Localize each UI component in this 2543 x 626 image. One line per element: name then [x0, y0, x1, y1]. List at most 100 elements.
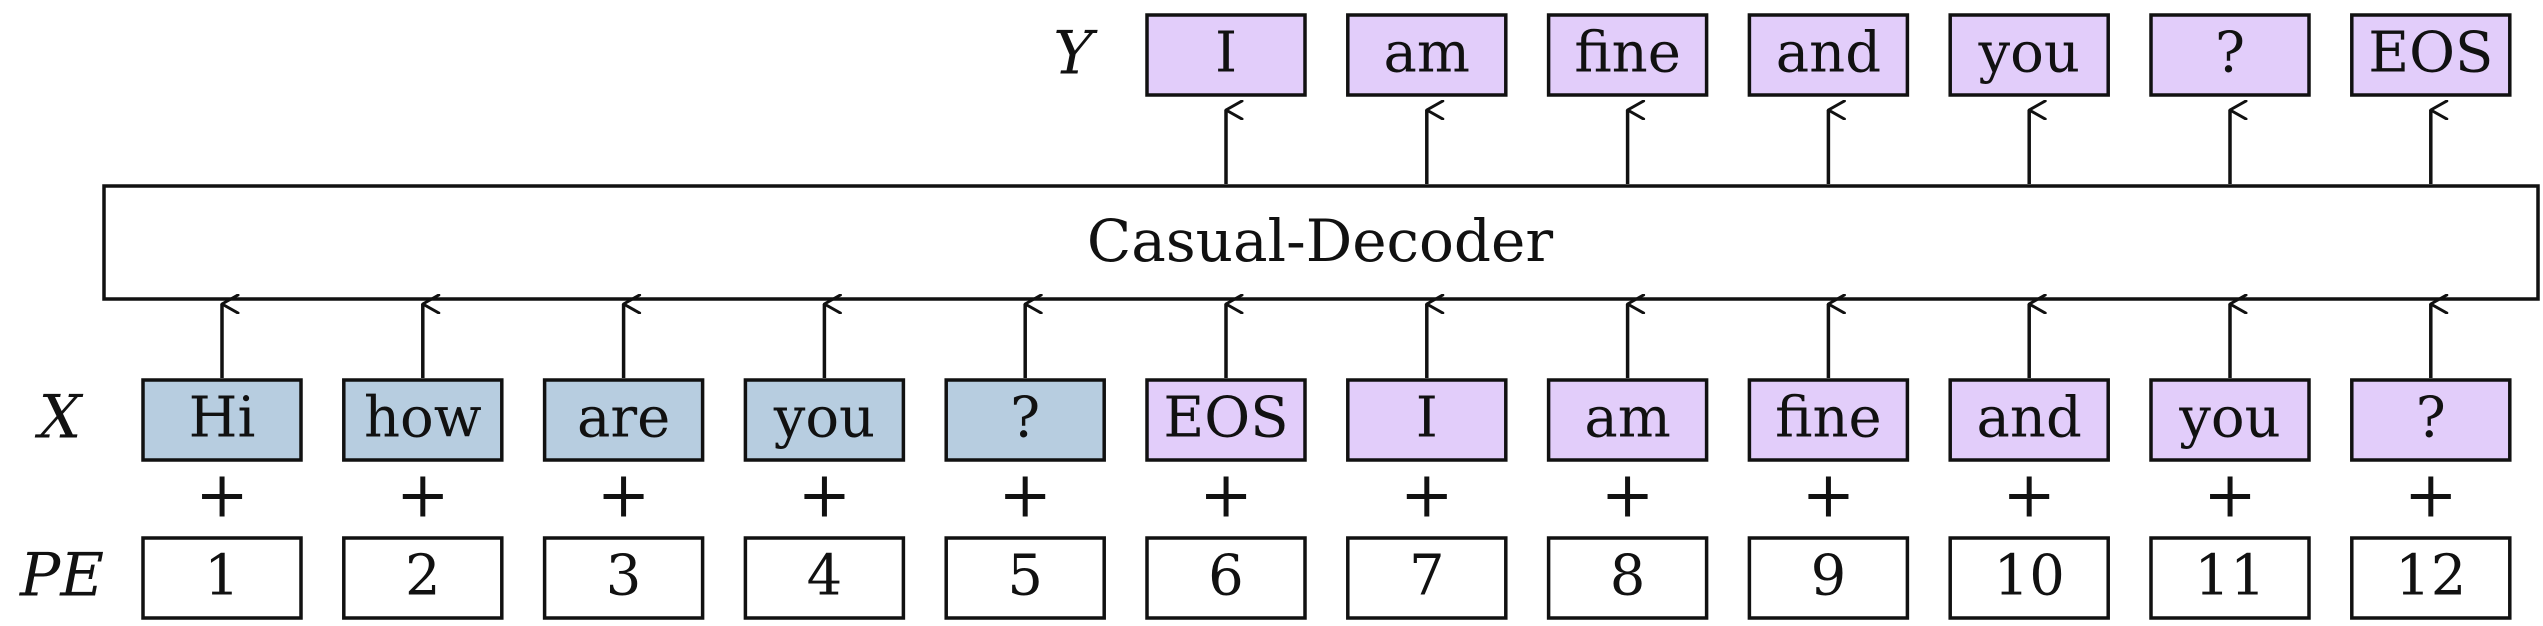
output-token: you	[1948, 13, 2110, 97]
output-token: fine	[1546, 13, 1709, 97]
input-token-text: you	[2178, 386, 2280, 451]
label-pe: PE	[19, 541, 104, 611]
output-token: ?	[2149, 13, 2311, 97]
pe-value: 6	[1208, 544, 1244, 609]
plus-sign: +	[1400, 459, 1454, 533]
input-token-text: I	[1416, 386, 1438, 451]
pe-box	[542, 536, 705, 620]
output-token-box	[1747, 13, 1910, 97]
input-token-text: Hi	[189, 386, 256, 451]
pe-token: 8	[1546, 536, 1709, 620]
input-token: EOS	[1145, 378, 1307, 462]
label-y: Y	[1053, 19, 1098, 89]
input-token-box	[1346, 378, 1508, 462]
input-token: how	[342, 378, 504, 462]
output-token-text: EOS	[2368, 21, 2493, 86]
pe-box	[342, 536, 504, 620]
output-token: am	[1346, 13, 1508, 97]
pe-value: 8	[1610, 544, 1646, 609]
pe-box	[1145, 536, 1307, 620]
input-token-text: how	[364, 386, 482, 451]
input-token-box	[1747, 378, 1910, 462]
input-token: you	[743, 378, 906, 462]
pe-value: 2	[405, 544, 441, 609]
pe-token: 7	[1346, 536, 1508, 620]
output-token: I	[1145, 13, 1307, 97]
pe-box	[1546, 536, 1709, 620]
plus-sign: +	[798, 459, 852, 533]
plus-sign: +	[396, 459, 450, 533]
pe-token: 11	[2149, 536, 2311, 620]
pe-value: 3	[606, 544, 642, 609]
pe-token: 3	[542, 536, 705, 620]
pe-token: 12	[2350, 536, 2512, 620]
decoder-box	[102, 184, 2540, 301]
pe-token: 9	[1747, 536, 1910, 620]
input-token: am	[1546, 378, 1709, 462]
input-token-text: fine	[1775, 386, 1882, 451]
pe-value: 9	[1811, 544, 1847, 609]
pe-token: 2	[342, 536, 504, 620]
pe-box	[2350, 536, 2512, 620]
input-token: and	[1948, 378, 2110, 462]
input-token-text: ?	[2416, 386, 2446, 451]
input-token: ?	[944, 378, 1106, 462]
output-token-box	[1546, 13, 1709, 97]
pe-token: 5	[944, 536, 1106, 620]
plus-sign: +	[2404, 459, 2458, 533]
input-token-box	[542, 378, 705, 462]
plus-sign: +	[597, 459, 651, 533]
output-token-box	[1346, 13, 1508, 97]
input-token-box	[141, 378, 303, 462]
output-token-text: fine	[1574, 21, 1681, 86]
pe-box	[944, 536, 1106, 620]
input-token: fine	[1747, 378, 1910, 462]
pe-box	[743, 536, 906, 620]
output-token-box	[2149, 13, 2311, 97]
pe-token: 1	[141, 536, 303, 620]
input-token: Hi	[141, 378, 303, 462]
output-token-box	[2350, 13, 2512, 97]
output-token-text: and	[1776, 21, 1881, 86]
plus-sign: +	[1802, 459, 1856, 533]
pe-token: 6	[1145, 536, 1307, 620]
output-token: and	[1747, 13, 1910, 97]
plus-sign: +	[195, 459, 249, 533]
output-token: EOS	[2350, 13, 2512, 97]
pe-token: 4	[743, 536, 906, 620]
input-token-text: you	[773, 386, 875, 451]
input-token-box	[342, 378, 504, 462]
arrows	[220, 110, 2431, 378]
output-token-text: am	[1384, 21, 1471, 86]
pe-value: 5	[1007, 544, 1043, 609]
input-token-box	[743, 378, 906, 462]
pe-value: 4	[807, 544, 843, 609]
output-token-text: I	[1215, 21, 1237, 86]
input-token: you	[2149, 378, 2311, 462]
input-token-box	[1145, 378, 1307, 462]
pe-box	[141, 536, 303, 620]
plus-row: ++++++++++++	[195, 459, 2457, 533]
input-token-box	[1948, 378, 2110, 462]
plus-sign: +	[998, 459, 1052, 533]
pe-token: 10	[1948, 536, 2110, 620]
plus-sign: +	[2002, 459, 2056, 533]
output-token-text: ?	[2215, 21, 2245, 86]
pe-box	[1747, 536, 1910, 620]
pe-box	[1346, 536, 1508, 620]
pe-value: 7	[1409, 544, 1445, 609]
plus-sign: +	[1199, 459, 1253, 533]
pe-box	[1948, 536, 2110, 620]
input-token-text: ?	[1010, 386, 1040, 451]
output-token-box	[1948, 13, 2110, 97]
output-token-box	[1145, 13, 1307, 97]
input-token-box	[2149, 378, 2311, 462]
input-token-text: are	[577, 386, 670, 451]
input-token-box	[1546, 378, 1709, 462]
pe-box	[2149, 536, 2311, 620]
input-token-box	[944, 378, 1106, 462]
